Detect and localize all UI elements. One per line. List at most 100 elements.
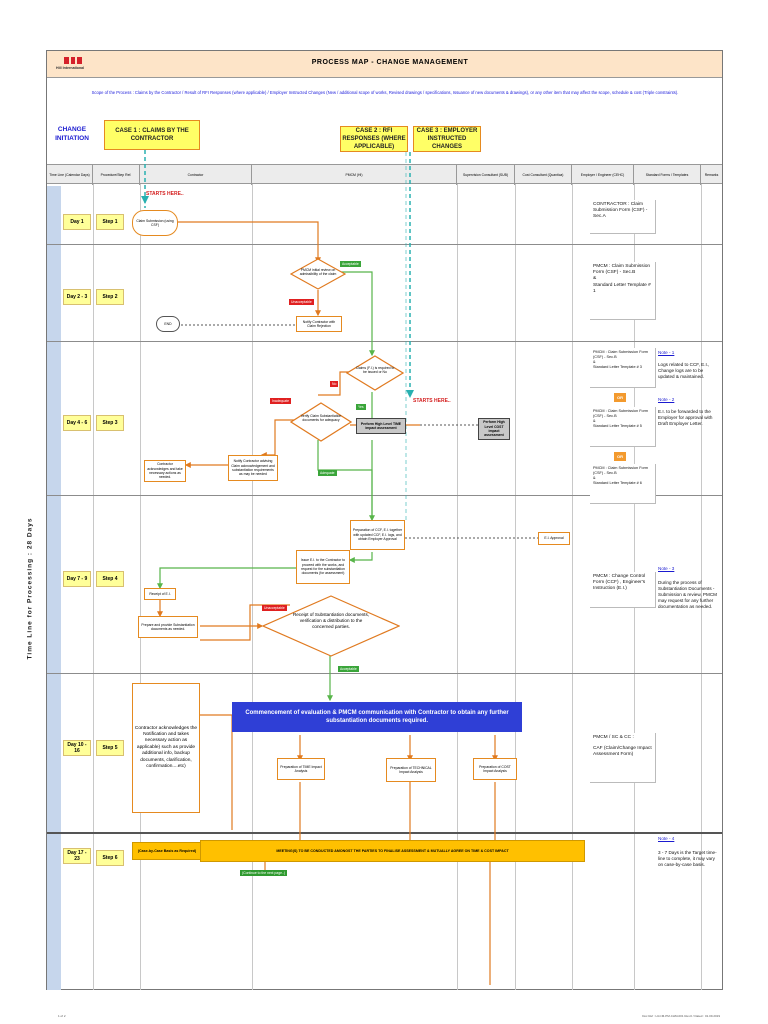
grid-line xyxy=(701,184,702,990)
prep-ccf-node: Preparation of CCF, E.I. together with u… xyxy=(350,520,405,550)
note-4: Note - 4 3 - 7 Days is the Target time-l… xyxy=(658,836,720,868)
contractor-ack-node: Contractor acknowledges and take necessa… xyxy=(144,460,186,482)
acceptable-label: Acceptable xyxy=(340,261,361,267)
note-2-text: E.I. to be forwarded to the Employer for… xyxy=(658,409,713,426)
form-step2: PMCM : Claim Submission Form (CSF) - Sec… xyxy=(590,262,656,320)
page-frame xyxy=(46,50,723,990)
unacceptable-label: Unacceptable xyxy=(289,299,314,305)
column-header-timeline: Time Line (Calendar Days) xyxy=(47,165,93,185)
meetings-bar: MEETING(S) TO BE CONDUCTED AMONGST THE P… xyxy=(200,840,585,862)
day-tag: Day 4 - 6 xyxy=(63,415,91,431)
case-2-box: CASE 2 : RFI RESPONSES (WHERE APPLICABLE… xyxy=(340,126,408,152)
unacceptable-label: Unacceptable xyxy=(262,605,287,611)
row-separator xyxy=(47,673,722,674)
inadequate-label: Inadequate xyxy=(270,398,291,404)
adequate-label: Adequate xyxy=(318,470,337,476)
grid-line xyxy=(93,184,94,990)
prepare-docs-node: Prepare and provide Substantiation docum… xyxy=(138,616,198,638)
acceptable-label: Acceptable xyxy=(338,666,359,672)
form-step4: PMCM : Change Control Form (CCF) , Engin… xyxy=(590,572,656,608)
pmcm-review-text: PMCM initial review on admissibility of … xyxy=(299,268,337,277)
verify-claim-text: Verify Claim Substantiation documents fo… xyxy=(300,414,342,423)
claim-submission-node: Claim Submission (using CSF) xyxy=(132,210,178,236)
form-step3-a: PMCM : Claim Submission Form (CSF) - Sec… xyxy=(590,348,656,388)
note-4-text: 3 - 7 Days is the Target time-line to co… xyxy=(658,850,717,867)
form-step3-line: & xyxy=(593,476,596,480)
step-tag: Step 5 xyxy=(96,740,124,756)
grid-line xyxy=(252,184,253,990)
form-step3-line: PMCM : Claim Submission Form (CSF) - Sec… xyxy=(593,350,649,359)
form-step2-line: & xyxy=(593,276,597,282)
change-initiation-label: CHANGE INITIATION xyxy=(55,126,89,142)
starts-here-label: STARTS HERE.. xyxy=(413,398,451,404)
day-tag: Day 17 - 23 xyxy=(63,848,91,864)
ei-approval-node: E.I. Approval xyxy=(538,532,570,545)
form-step3-line: PMCM : Claim Submission Form (CSF) - Sec… xyxy=(593,466,649,475)
column-header-step: Procedure/Step Ref. xyxy=(93,165,140,185)
day-tag: Day 1 xyxy=(63,214,91,230)
column-header-cost: Cost Consultant (Quantica) xyxy=(515,165,572,185)
perform-cost-node: Perform High Level COST impact assessmen… xyxy=(478,418,510,440)
note-2: Note - 2 E.I. to be forwarded to the Emp… xyxy=(658,397,720,427)
day-tag: Day 7 - 9 xyxy=(63,571,91,587)
yes-label: Yes xyxy=(356,404,366,410)
form-step3-line: Standard Letter Template # 5 xyxy=(593,424,642,428)
prep-cost-node: Preparation of COST Impact Analysis xyxy=(473,758,517,780)
form-step5-line: PMCM / SC & CC : xyxy=(593,735,634,740)
day-tag: Day 2 - 3 xyxy=(63,289,91,305)
header-bar xyxy=(47,51,722,78)
notify-ack-node: Notify Contractor advising Claim acknowl… xyxy=(228,455,278,481)
perform-time-node: Perform High Level TIME impact assessmen… xyxy=(356,418,406,434)
note-1-title: Note - 1 xyxy=(658,350,675,355)
case-1-box: CASE 1 : CLAIMS BY THE CONTRACTOR xyxy=(104,120,200,150)
note-3-title: Note - 3 xyxy=(658,566,675,571)
no-label: No xyxy=(330,381,339,387)
step-tag: Step 3 xyxy=(96,415,124,431)
grid-line xyxy=(572,184,573,990)
continue-label: (Continue to the next page..) xyxy=(240,870,287,876)
form-step3-line: & xyxy=(593,419,596,423)
note-3: Note - 3 During the process of Substanti… xyxy=(658,566,720,610)
column-header-contractor: Contractor xyxy=(140,165,252,185)
or-badge: OR xyxy=(614,452,626,461)
note-3-text: During the process of Substantiation Doc… xyxy=(658,580,717,609)
page-title: PROCESS MAP - CHANGE MANAGEMENT xyxy=(311,59,469,66)
grid-line xyxy=(140,184,141,990)
prep-technical-node: Preparation of TECHNICAL Impact Analysis xyxy=(386,758,436,782)
row-separator xyxy=(47,495,722,496)
step-tag: Step 4 xyxy=(96,571,124,587)
grid-line xyxy=(515,184,516,990)
form-step2-line: PMCM : Claim Submission Form (CSF) - Sec… xyxy=(593,264,651,276)
logo-bars-icon xyxy=(64,57,83,64)
row-separator xyxy=(47,832,722,834)
verify-claim-diamond xyxy=(290,402,352,442)
logo-text: Hill International xyxy=(56,66,85,70)
scope-text: Scope of the Process : Claims by the Con… xyxy=(91,90,679,95)
step-tag: Step 6 xyxy=(96,850,124,866)
form-step5: PMCM / SC & CC : CAF (Claim/Change Impac… xyxy=(590,733,656,783)
form-step2-line: Standard Letter Template # 1 xyxy=(593,282,651,294)
company-logo: Hill International xyxy=(56,57,86,71)
pmcm-review-diamond xyxy=(290,258,346,290)
column-header-supervision: Supervision Consultant (SUB) xyxy=(457,165,515,185)
prep-time-node: Preparation of TIME Impact Analysis xyxy=(277,758,325,780)
form-step3-b: PMCM : Claim Submission Form (CSF) - Sec… xyxy=(590,407,656,447)
form-step3-line: PMCM : Claim Submission Form (CSF) - Sec… xyxy=(593,409,649,418)
day-tag: Day 10 - 16 xyxy=(63,740,91,756)
issue-ei-node: Issue E.I. to the Contractor to proceed … xyxy=(296,550,350,584)
column-header-forms: Standard Forms / Templates xyxy=(634,165,701,185)
case-3-box: CASE 3 : EMPLOYER INSTRUCTED CHANGES xyxy=(413,126,481,152)
footer-page: 1 of 2 xyxy=(58,1014,66,1018)
row-separator xyxy=(47,341,722,342)
rfi-decision-text: Claims (F.I.) is required to be issued o… xyxy=(355,366,395,375)
note-1-text: Logs related to CCF, E.I., Change logs a… xyxy=(658,362,710,379)
timeline-bar xyxy=(47,186,61,990)
contractor-step5-node: Contractor acknowledges the Notification… xyxy=(132,683,200,813)
notify-rejection-node: Notify Contractor with Claim Rejection xyxy=(296,316,342,332)
note-2-title: Note - 2 xyxy=(658,397,675,402)
step-tag: Step 1 xyxy=(96,214,124,230)
column-header-remarks: Remarks xyxy=(704,173,719,177)
column-header-employer: Employer / Engineer (CEHC) xyxy=(572,165,634,185)
column-header-row: Time Line (Calendar Days) Procedure/Step… xyxy=(47,164,722,185)
